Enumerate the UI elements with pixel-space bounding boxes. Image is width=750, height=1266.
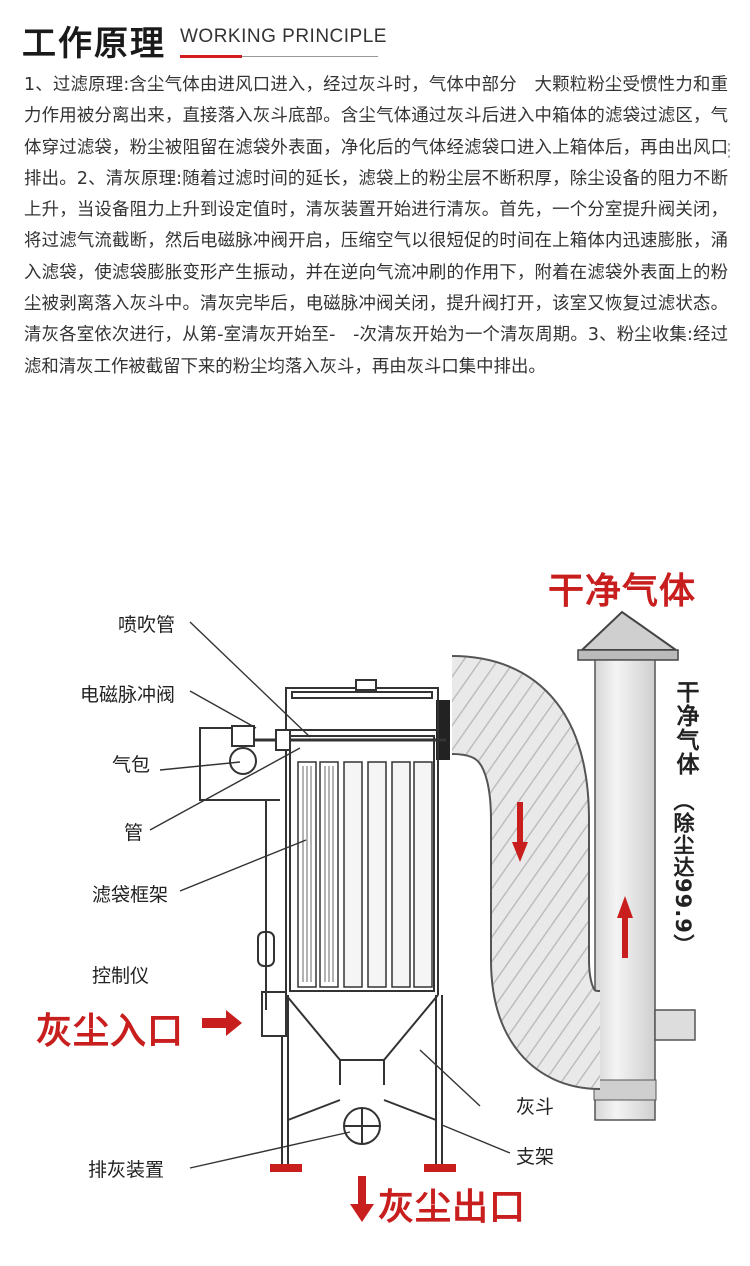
inlet-arrow	[202, 1010, 242, 1036]
outlet-arrow-icon	[350, 1176, 374, 1222]
label-clean-gas-vertical: 干净气体	[672, 680, 698, 776]
label-air-bag: 气包	[112, 754, 151, 776]
label-pulse-valve: 电磁脉冲阀	[80, 684, 176, 706]
support-foot	[424, 1164, 456, 1172]
title-underline-accent	[180, 55, 242, 58]
section-title: 工作原理	[22, 24, 166, 64]
label-spray-pipe: 喷吹管	[118, 614, 176, 636]
dust-collector-diagram	[149, 610, 696, 1222]
label-efficiency-note: （除尘达99.9）	[671, 790, 695, 956]
filter-housing	[199, 679, 446, 1168]
label-bag-frame: 滤袋框架	[92, 884, 169, 906]
outlet-duct	[436, 655, 604, 1090]
label-dust-outlet: 灰尘出口	[378, 1187, 527, 1228]
label-pipe: 管	[124, 822, 144, 844]
label-leaders	[149, 621, 511, 1169]
more-dots-icon: ⋮	[720, 140, 738, 161]
label-dust-inlet: 灰尘入口	[36, 1011, 185, 1052]
label-ash-hopper: 灰斗	[516, 1096, 555, 1118]
label-support: 支架	[516, 1146, 555, 1168]
flow-arrows	[512, 802, 633, 958]
chimney	[577, 610, 696, 1121]
label-clean-gas: 干净气体	[548, 571, 697, 612]
label-controller: 控制仪	[92, 965, 150, 987]
label-discharge-device: 排灰装置	[88, 1159, 165, 1181]
principle-description: 1、过滤原理:含尘气体由进风口进入，经过灰斗时，气体中部分 大颗粒粉尘受惯性力和…	[24, 75, 728, 377]
section-subtitle: WORKING PRINCIPLE	[180, 26, 387, 47]
title-underline	[180, 56, 378, 57]
section-header: 工作原理 WORKING PRINCIPLE	[22, 12, 732, 64]
support-foot	[270, 1164, 302, 1172]
